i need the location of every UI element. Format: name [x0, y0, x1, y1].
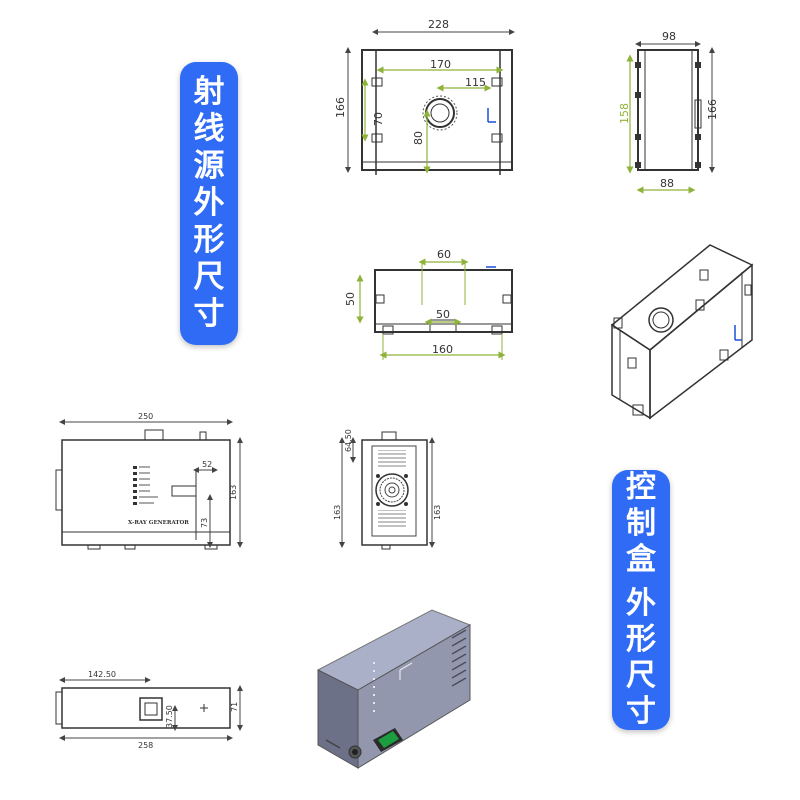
dim-front-width: 228	[428, 18, 449, 31]
control-title-char-6: 形	[626, 622, 656, 657]
dim-ctrl-front-52: 52	[202, 460, 212, 469]
control-box-dimensions-label: 控 制 盒 外 形 尺 寸	[612, 470, 670, 730]
dim-bottom-60: 60	[437, 248, 451, 261]
source-bottom-view: 60 50 50 160	[344, 248, 513, 360]
dim-front-left: 70	[372, 112, 385, 126]
source-front-view: 228 166 170 115 70 80	[334, 18, 515, 175]
dim-side-bottom: 88	[660, 177, 674, 190]
control-title-char-1: 控	[626, 470, 656, 505]
dim-ctrl-top-37-50: 37.50	[165, 705, 174, 728]
dim-front-center-offset: 115	[465, 76, 486, 89]
control-title-char-2: 制	[626, 506, 656, 541]
ctrl-front-nameplate: X-RAY GENERATOR	[128, 520, 189, 526]
dim-side-width: 98	[662, 30, 676, 43]
dim-ctrl-front-73: 73	[200, 518, 209, 528]
control-title-char-3: 盒	[626, 542, 656, 577]
source-dimensions-label: 射 线 源 外 形 尺 寸	[180, 62, 238, 345]
dim-ctrl-side-64-50: 64.50	[344, 429, 353, 452]
dim-bottom-50-side: 50	[344, 292, 357, 306]
source-iso-view	[610, 244, 754, 420]
dim-front-height: 166	[334, 97, 347, 118]
source-title-char-4: 外	[193, 185, 225, 221]
source-title-char-3: 源	[193, 148, 225, 184]
control-side-view: 64.50 163 163	[333, 429, 442, 550]
source-title-char-5: 形	[193, 222, 225, 258]
control-title-char-5: 外	[626, 586, 656, 621]
dim-front-inner-width: 170	[430, 58, 451, 71]
dim-side-height: 166	[706, 99, 719, 120]
source-title-char-2: 线	[193, 111, 225, 147]
source-side-view: 98 166 158 88	[618, 30, 719, 194]
source-title-char-6: 尺	[193, 259, 225, 295]
dim-bottom-160: 160	[432, 343, 453, 356]
dim-front-center-80: 80	[412, 131, 425, 145]
dim-bottom-50-center: 50	[436, 308, 450, 321]
control-top-view: 142.50 258 71 37.50	[55, 670, 243, 750]
source-title-char-7: 寸	[193, 296, 225, 332]
control-box-3d-render	[316, 609, 472, 769]
dim-ctrl-top-258: 258	[138, 741, 153, 750]
dim-ctrl-side-163-right: 163	[433, 505, 442, 520]
dim-ctrl-front-width: 250	[138, 412, 153, 421]
dim-ctrl-top-142-50: 142.50	[88, 670, 116, 679]
control-title-char-7: 尺	[626, 658, 656, 693]
control-title-char-8: 寸	[626, 694, 656, 729]
dim-ctrl-front-163: 163	[229, 485, 238, 500]
dim-ctrl-top-71: 71	[230, 702, 239, 712]
dim-side-inner: 158	[618, 103, 631, 124]
dim-ctrl-side-163-left: 163	[333, 505, 342, 520]
control-front-view: 250 52 163 73 X-RAY GENERATOR	[55, 412, 243, 550]
source-title-char-1: 射	[193, 74, 225, 110]
